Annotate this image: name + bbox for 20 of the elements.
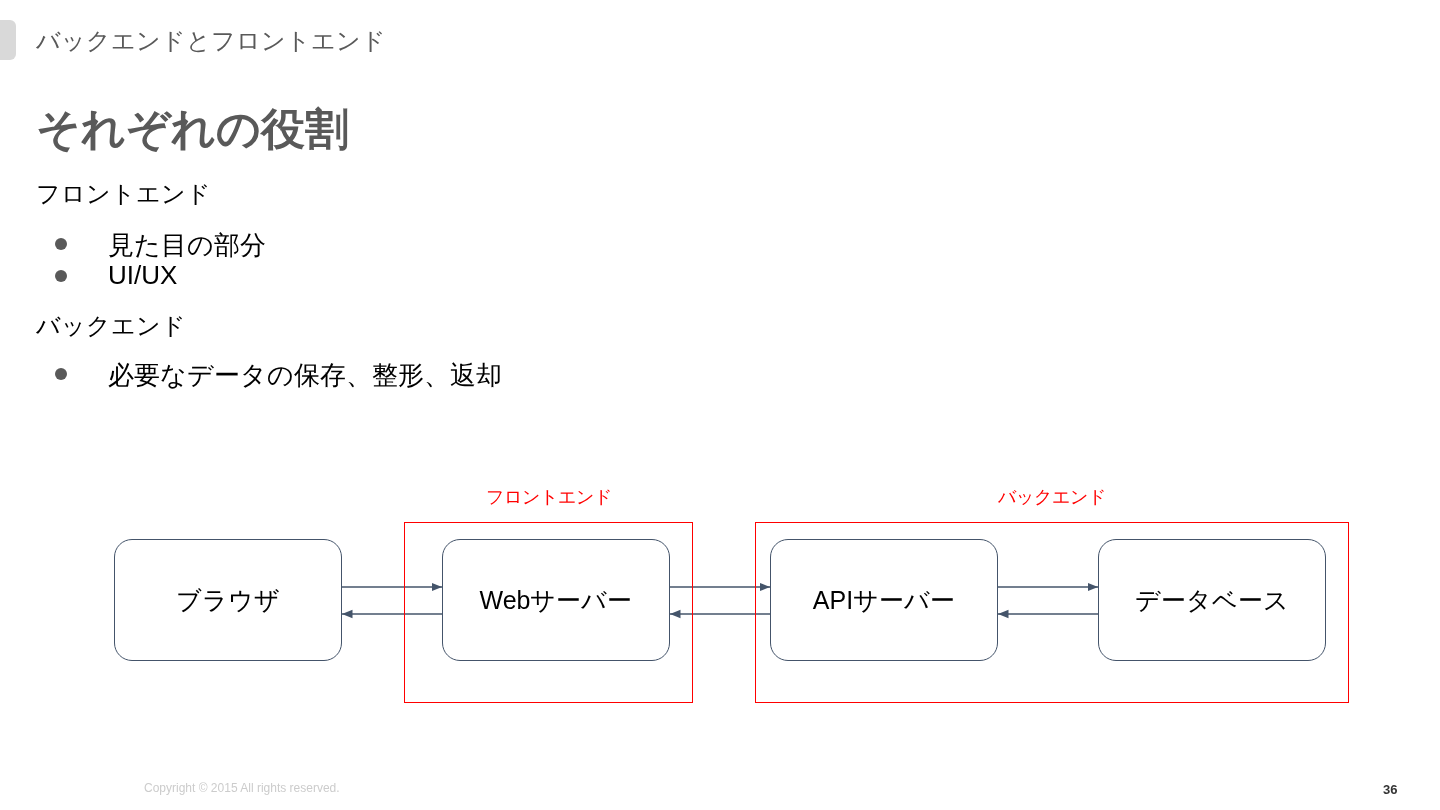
process-box: ブラウザ [114,539,342,661]
subheading: フロントエンド [36,179,211,209]
process-box: データベース [1098,539,1326,661]
process-box: Webサーバー [442,539,670,661]
bullet-text: 必要なデータの保存、整形、返却 [108,359,502,392]
arrow [997,609,1099,619]
group-heading: フロントエンド [484,486,613,509]
arrow [341,609,443,619]
subheading: バックエンド [36,311,186,341]
bullet-text: 見た目の部分 [108,229,266,262]
arrow [997,582,1099,592]
slide-title: それぞれの役割 [36,103,349,155]
arrow [669,582,771,592]
arrow [669,609,771,619]
page-number: 36 [1383,782,1398,797]
arrow [341,582,443,592]
process-box: APIサーバー [770,539,998,661]
section-heading: バックエンドとフロントエンド [36,26,386,56]
group-heading: バックエンド [997,486,1107,509]
bullet-text: UI/UX [108,260,178,291]
